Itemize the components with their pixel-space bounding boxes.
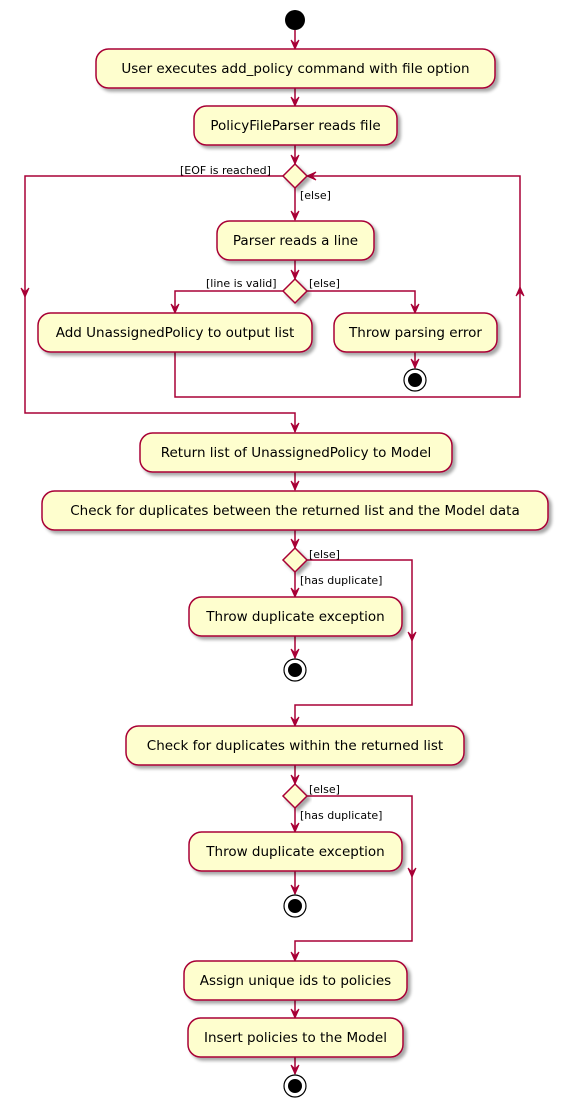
activity-label: Return list of UnassignedPolicy to Model [161, 445, 432, 461]
activity-parser-reads-file: PolicyFileParser reads file [193, 105, 398, 146]
arrowhead [290, 480, 300, 492]
arrowhead [290, 210, 300, 222]
activity-label: Check for duplicates between the returne… [70, 503, 520, 519]
arrowhead [290, 951, 300, 963]
activity-label: Throw duplicate exception [205, 844, 384, 860]
guard-else-dup1: [else] [309, 548, 340, 561]
activity-throw-duplicate-2: Throw duplicate exception [188, 831, 403, 872]
activity-label: PolicyFileParser reads file [210, 118, 380, 134]
activity-label: Throw parsing error [348, 325, 482, 341]
arrowhead [290, 96, 300, 108]
arrowhead [290, 422, 300, 434]
arrowhead [305, 171, 317, 181]
arrowhead [290, 538, 300, 550]
activity-insert-policies: Insert policies to the Model [187, 1017, 404, 1058]
activity-label: Insert policies to the Model [204, 1030, 387, 1046]
arrowhead [290, 587, 300, 599]
activity-label: Add UnassignedPolicy to output list [56, 325, 295, 341]
arrowhead [290, 648, 300, 660]
arrowheads [20, 39, 525, 1076]
activity-parser-reads-line: Parser reads a line [216, 220, 375, 261]
arrowhead [170, 303, 180, 315]
arrowhead [407, 867, 417, 879]
arrowhead [290, 154, 300, 166]
stop-node-parse [403, 368, 427, 392]
guard-else-dup2: [else] [309, 783, 340, 796]
activity-assign-ids: Assign unique ids to policies [183, 960, 408, 1001]
activity-check-duplicates-model: Check for duplicates between the returne… [41, 490, 549, 531]
start-node [285, 10, 305, 30]
activity-return-list: Return list of UnassignedPolicy to Model [139, 432, 453, 473]
decision-dup2-diamond [281, 782, 309, 810]
guard-has-duplicate-1: [has duplicate] [300, 574, 382, 587]
arrowhead [290, 822, 300, 834]
activity-label: Assign unique ids to policies [200, 973, 391, 989]
activity-label: User executes add_policy command with fi… [121, 61, 469, 77]
stop-node-dup2 [283, 894, 307, 918]
arrowhead [290, 1008, 300, 1020]
decision-valid-diamond [281, 277, 309, 305]
guard-else-invalid: [else] [309, 277, 340, 290]
activity-label: Check for duplicates within the returned… [147, 738, 443, 754]
activity-label: Parser reads a line [233, 233, 358, 249]
edges [24, 30, 521, 1074]
guard-has-duplicate-2: [has duplicate] [300, 809, 382, 822]
activity-label: Throw duplicate exception [205, 609, 384, 625]
arrowhead [290, 774, 300, 786]
arrowhead [290, 269, 300, 281]
activity-add-policy: Add UnassignedPolicy to output list [37, 312, 313, 353]
arrowhead [410, 358, 420, 370]
decision-loop-diamond [281, 162, 309, 190]
arrowhead [290, 1064, 300, 1076]
stop-node-end [283, 1074, 307, 1098]
activity-throw-duplicate-1: Throw duplicate exception [188, 596, 403, 637]
guard-line-valid: [line is valid] [206, 277, 277, 290]
arrowhead [407, 631, 417, 643]
guard-eof: [EOF is reached] [180, 164, 271, 177]
arrowhead [290, 884, 300, 896]
arrowhead [290, 716, 300, 728]
guard-else-loop: [else] [300, 189, 331, 202]
stop-node-dup1 [283, 658, 307, 682]
activity-user-executes: User executes add_policy command with fi… [95, 48, 496, 89]
activity-check-duplicates-within: Check for duplicates within the returned… [125, 725, 465, 766]
arrowhead [290, 39, 300, 51]
arrowhead [515, 285, 525, 297]
activity-throw-parsing-error: Throw parsing error [333, 312, 498, 353]
arrowhead [410, 303, 420, 315]
decision-dup1-diamond [281, 546, 309, 574]
arrowhead [20, 287, 30, 299]
